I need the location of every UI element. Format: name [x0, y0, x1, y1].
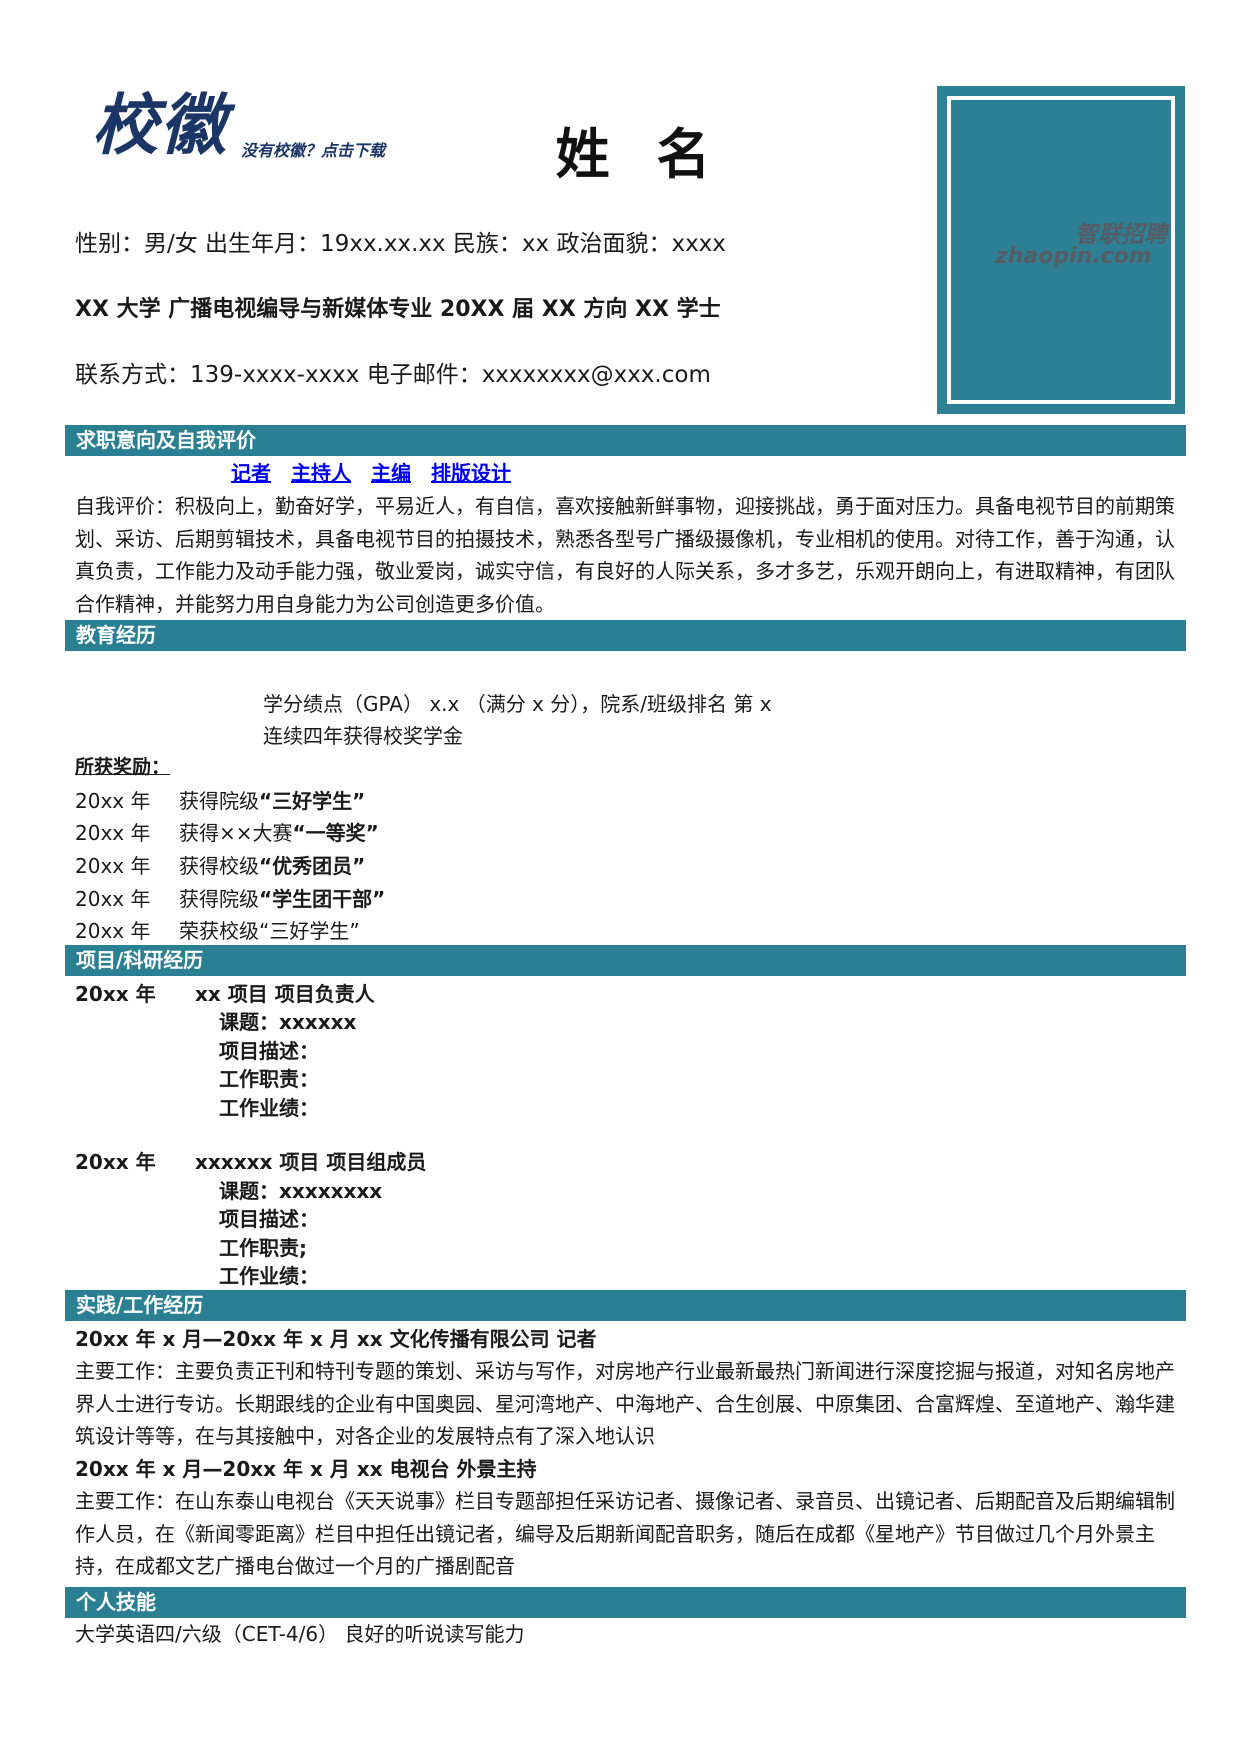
logo-download-link[interactable]: 没有校徽？点击下载	[241, 141, 386, 160]
work-content: 主要工作：主要负责正刊和特刊专题的策划、采访与写作，对房地产行业最新最热门新闻进…	[75, 1359, 1175, 1448]
scholarship-line: 连续四年获得校奖学金	[263, 724, 463, 748]
gpa-line: 学分绩点（GPA） x.x （满分 x 分），院系/班级排名 第 x	[263, 692, 772, 716]
award-item: 20xx 年荣获校级“三好学生”	[75, 919, 360, 943]
photo-frame: 智联招聘 zhaopin.com	[947, 96, 1175, 404]
contact-info: 联系方式：139-xxxx-xxxx 电子邮件：xxxxxxxx@xxx.com	[75, 362, 711, 388]
photo-placeholder[interactable]: 智联招聘 zhaopin.com	[937, 86, 1185, 414]
position-link[interactable]: 主编	[371, 461, 411, 485]
project-description: 项目描述：	[219, 1207, 319, 1231]
award-item: 20xx 年获得院级“三好学生”	[75, 789, 366, 813]
award-item: 20xx 年获得校级“优秀团员”	[75, 854, 366, 878]
project-result: 工作业绩：	[219, 1264, 319, 1288]
job-positions: 记者主持人主编排版设计	[231, 463, 531, 483]
position-link[interactable]: 记者	[231, 461, 271, 485]
education-summary: XX 大学 广播电视编导与新媒体专业 20XX 届 XX 方向 XX 学士	[75, 297, 721, 322]
watermark-en: zhaopin.com	[995, 244, 1152, 269]
section-header-work: 实践/工作经历	[65, 1290, 1186, 1321]
watermark-cn: 智联招聘	[1075, 222, 1167, 248]
work-heading: 20xx 年 x 月—20xx 年 x 月 xx 电视台 外景主持	[75, 1457, 537, 1481]
school-logo[interactable]: 校徽	[92, 86, 228, 164]
project-result: 工作业绩：	[219, 1096, 319, 1120]
position-link[interactable]: 排版设计	[431, 461, 511, 485]
section-header-intent: 求职意向及自我评价	[65, 425, 1186, 456]
position-link[interactable]: 主持人	[291, 461, 351, 485]
project-duty: 工作职责;	[219, 1236, 307, 1260]
basic-info: 性别：男/女 出生年月：19xx.xx.xx 民族：xx 政治面貌：xxxx	[75, 231, 726, 257]
award-item: 20xx 年获得××大赛“一等奖”	[75, 821, 379, 845]
project-duty: 工作职责：	[219, 1067, 319, 1091]
skills-content: 大学英语四/六级（CET-4/6） 良好的听说读写能力	[75, 1622, 525, 1646]
work-heading: 20xx 年 x 月—20xx 年 x 月 xx 文化传播有限公司 记者	[75, 1327, 597, 1351]
awards-label: 所获奖励：	[75, 756, 171, 778]
project-description: 项目描述：	[219, 1039, 319, 1063]
work-content: 主要工作：在山东泰山电视台《天天说事》栏目专题部担任采访记者、摄像记者、录音员、…	[75, 1489, 1175, 1578]
section-header-projects: 项目/科研经历	[65, 945, 1186, 976]
self-evaluation: 自我评价：积极向上，勤奋好学，平易近人，有自信，喜欢接触新鲜事物，迎接挑战，勇于…	[75, 494, 1175, 616]
section-header-education: 教育经历	[65, 620, 1186, 651]
candidate-name: 姓 名	[555, 123, 725, 186]
section-header-skills: 个人技能	[65, 1587, 1186, 1618]
project-topic: 课题：xxxxxxxx	[219, 1179, 383, 1203]
project-topic: 课题：xxxxxx	[219, 1010, 357, 1034]
award-item: 20xx 年获得院级“学生团干部”	[75, 887, 386, 911]
